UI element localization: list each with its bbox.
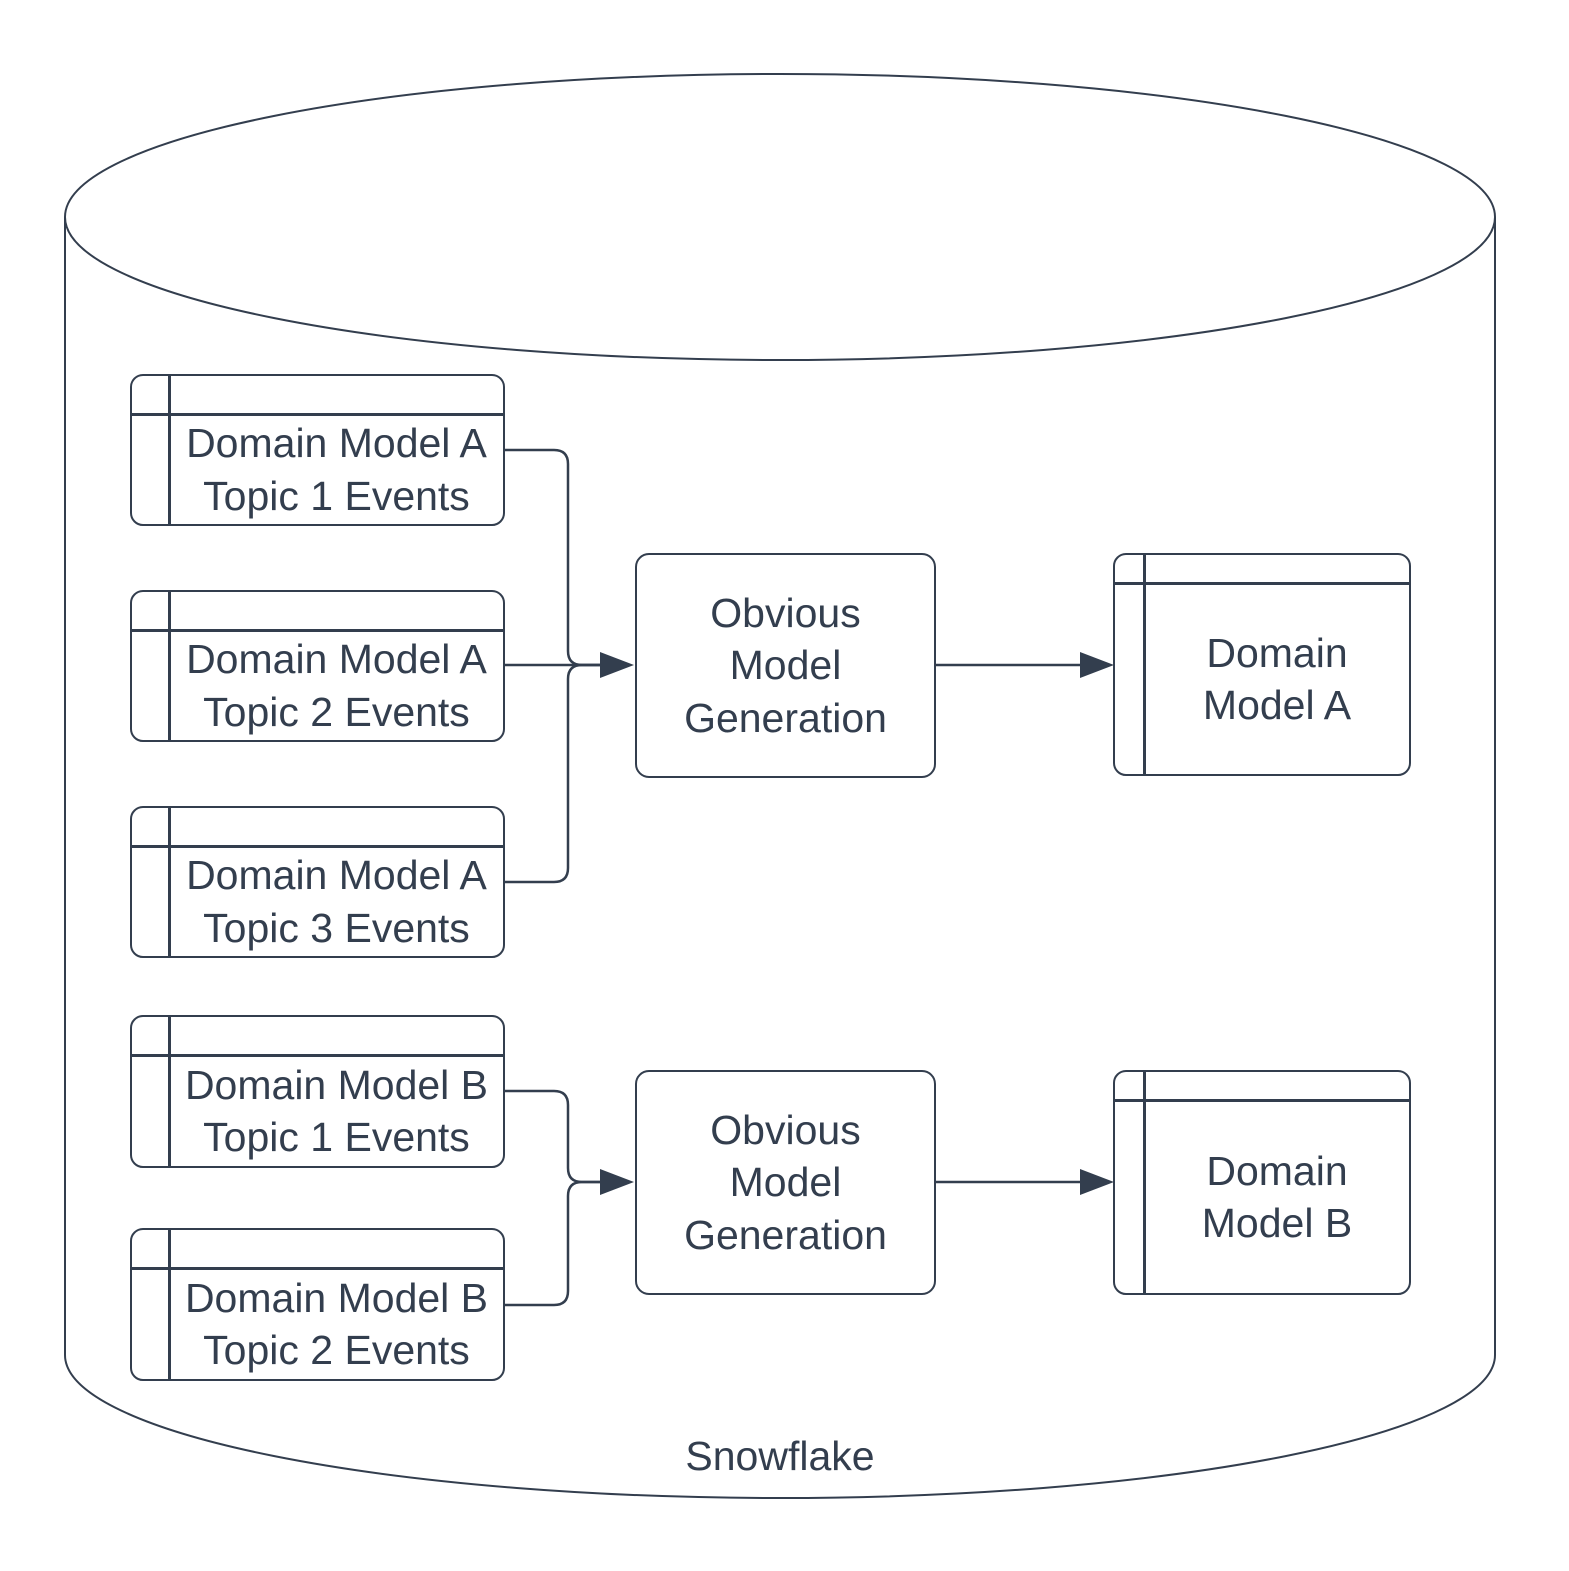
table-header-divider: [132, 1267, 503, 1270]
source-table-domain-model-a-topic-3: Domain Model A Topic 3 Events: [130, 806, 505, 958]
connector-b-topic1-to-generation: [505, 1089, 601, 1184]
arrowhead-into-generation-b: [600, 1169, 634, 1195]
table-left-divider: [168, 1230, 171, 1379]
table-left-divider: [168, 592, 171, 740]
source-table-label: Domain Model A Topic 2 Events: [186, 636, 487, 735]
arrowhead-into-model-b: [1080, 1169, 1114, 1195]
arrowhead-into-generation-a: [600, 652, 634, 678]
table-left-divider: [168, 1017, 171, 1166]
source-table-domain-model-b-topic-2: Domain Model B Topic 2 Events: [130, 1228, 505, 1381]
source-table-label: Domain Model B Topic 2 Events: [184, 1274, 489, 1373]
table-header-divider: [132, 629, 503, 632]
table-header-divider: [132, 413, 503, 416]
table-header-divider: [132, 1054, 503, 1057]
source-table-label: Domain Model A Topic 1 Events: [186, 420, 487, 519]
output-table-domain-model-a: Domain Model A: [1113, 553, 1411, 776]
snowflake-label: Snowflake: [685, 1433, 875, 1479]
table-header-divider: [1115, 1099, 1409, 1102]
source-table-label: Domain Model B Topic 1 Events: [184, 1061, 489, 1160]
connector-b-topic2-to-generation: [505, 1180, 601, 1307]
source-table-domain-model-a-topic-1: Domain Model A Topic 1 Events: [130, 374, 505, 526]
source-table-domain-model-a-topic-2: Domain Model A Topic 2 Events: [130, 590, 505, 742]
output-table-label: Domain Model B: [1201, 1147, 1353, 1246]
output-table-label: Domain Model A: [1202, 629, 1352, 728]
table-left-divider: [168, 376, 171, 524]
source-table-label: Domain Model A Topic 3 Events: [186, 852, 487, 951]
table-left-divider: [1143, 555, 1146, 774]
output-table-domain-model-b: Domain Model B: [1113, 1070, 1411, 1295]
table-header-divider: [1115, 582, 1409, 585]
connector-a-topic3-to-generation: [505, 663, 601, 884]
process-obvious-model-generation-a: Obvious Model Generation: [635, 553, 936, 778]
process-obvious-model-generation-b: Obvious Model Generation: [635, 1070, 936, 1295]
table-left-divider: [1143, 1072, 1146, 1293]
snowflake-cylinder-top: [64, 73, 1496, 361]
arrowhead-into-model-a: [1080, 652, 1114, 678]
source-table-domain-model-b-topic-1: Domain Model B Topic 1 Events: [130, 1015, 505, 1168]
table-header-divider: [132, 845, 503, 848]
table-left-divider: [168, 808, 171, 956]
